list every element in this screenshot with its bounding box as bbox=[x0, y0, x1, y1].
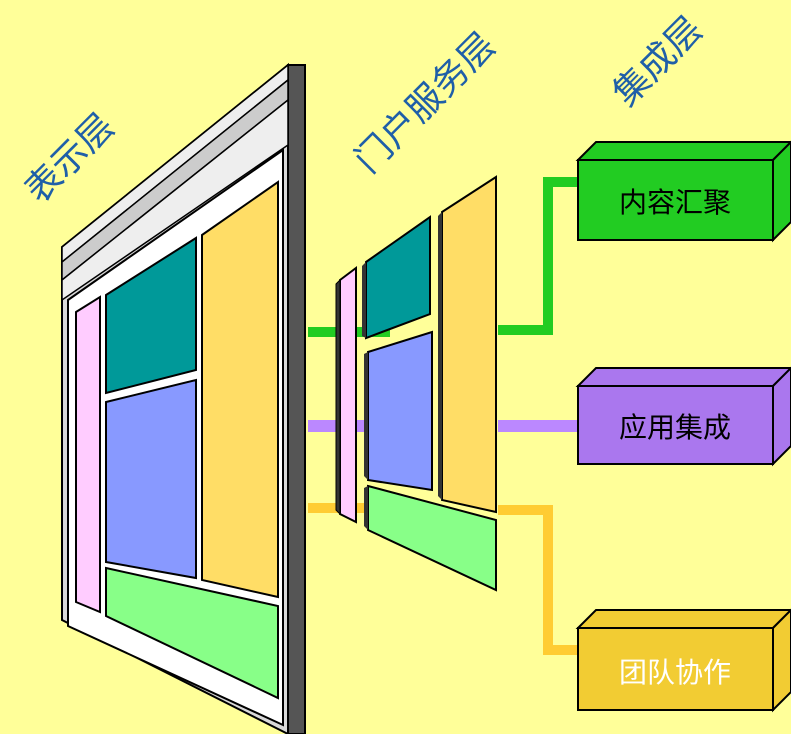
label-integration-layer: 集成层 bbox=[605, 9, 710, 114]
box-label-application-integration: 应用集成 bbox=[619, 411, 731, 444]
box-label-content-aggregation: 内容汇聚 bbox=[619, 186, 731, 219]
box-application-integration: 应用集成 bbox=[575, 366, 791, 467]
presentation-frame bbox=[61, 62, 306, 734]
label-portal-service-layer: 门户服务层 bbox=[347, 25, 503, 181]
box-team-collaboration: 团队协作 bbox=[575, 608, 791, 713]
box-content-aggregation: 内容汇聚 bbox=[575, 140, 791, 243]
box-label-team-collaboration: 团队协作 bbox=[619, 656, 731, 689]
label-presentation-layer: 表示层 bbox=[17, 106, 122, 211]
portal-service-panels bbox=[335, 175, 497, 592]
